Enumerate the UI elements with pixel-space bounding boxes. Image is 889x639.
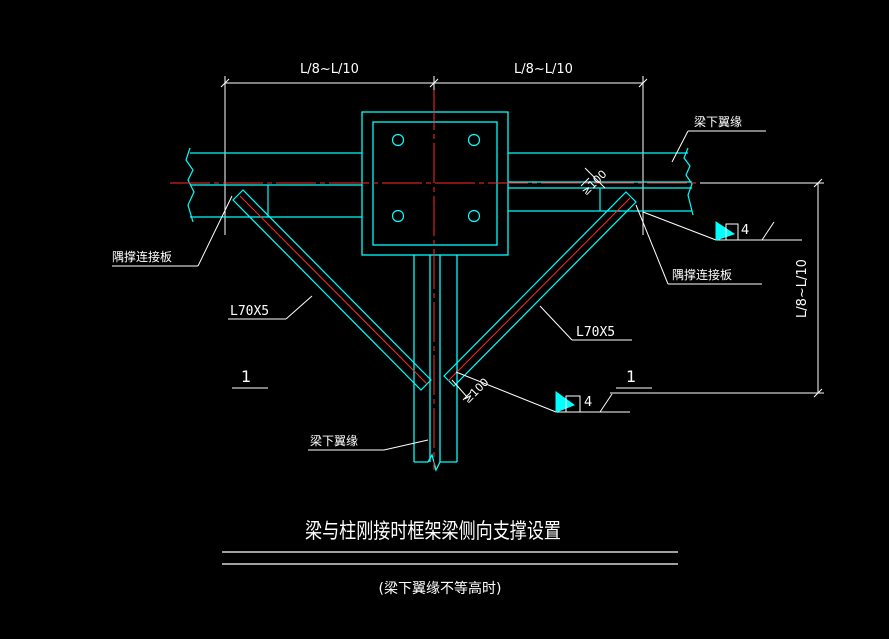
label-plate-left: 隅撑连接板 xyxy=(112,249,172,264)
leader-brace-left xyxy=(228,295,313,320)
drawing-title: 梁与柱刚接时框架梁侧向支撑设置 xyxy=(305,519,561,543)
label-section-left: 1 xyxy=(241,367,251,386)
label-beam-flange-bottom: 梁下翼缘 xyxy=(310,433,358,448)
leader-flange-top xyxy=(671,130,766,163)
label-plate-right: 隅撑连接板 xyxy=(672,267,732,282)
weld-size-lower: 4 xyxy=(584,395,592,410)
dimension-top-left: L/8~L/10 xyxy=(300,62,359,77)
bolt-hole-bottom-left xyxy=(391,209,405,223)
bolt-holes xyxy=(391,133,481,223)
beam-right xyxy=(508,147,694,216)
bolt-hole-top-left xyxy=(391,133,405,147)
label-section-right: 1 xyxy=(626,367,636,386)
weld-symbol-upper xyxy=(642,211,802,241)
label-brace-left: L70X5 xyxy=(230,304,269,319)
right-dimension xyxy=(610,178,824,398)
leader-plate-left xyxy=(112,195,233,267)
brace-right xyxy=(443,191,637,387)
label-brace-right: L70X5 xyxy=(576,325,615,340)
dimension-top-right: L/8~L/10 xyxy=(514,62,573,77)
brace-left xyxy=(232,189,432,391)
leader-plate-right xyxy=(635,204,762,285)
weld-size-upper: 4 xyxy=(741,223,749,238)
label-beam-flange-top: 梁下翼缘 xyxy=(694,114,742,129)
offset-dimension-lower xyxy=(451,379,472,401)
bolt-hole-top-right xyxy=(467,133,481,147)
leader-brace-right xyxy=(539,305,632,341)
drawing-subtitle: (梁下翼缘不等高时) xyxy=(379,580,502,597)
dimension-right-vertical: L/8~L/10 xyxy=(795,259,810,318)
offset-dimension-upper xyxy=(580,167,606,189)
bolt-hole-bottom-right xyxy=(467,209,481,223)
top-dimension xyxy=(220,76,648,235)
beam-left xyxy=(185,147,362,223)
column-shaft xyxy=(413,255,458,472)
leader-flange-bottom xyxy=(308,439,429,451)
centerlines xyxy=(170,90,700,470)
weld-symbol-lower xyxy=(455,371,630,413)
title-underline xyxy=(222,551,678,565)
